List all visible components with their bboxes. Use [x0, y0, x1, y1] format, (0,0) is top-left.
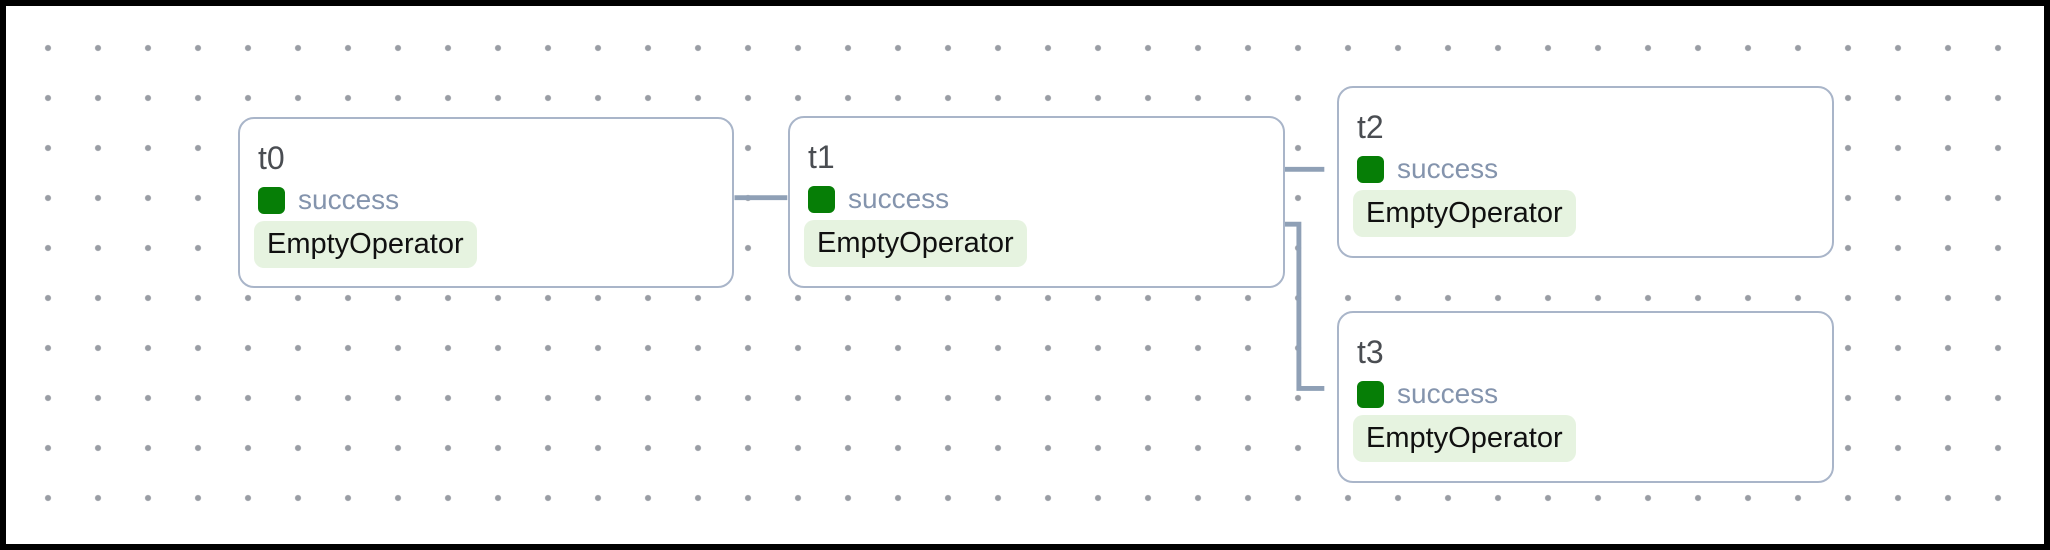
task-status-row: success [808, 185, 949, 213]
task-name: t2 [1357, 109, 1384, 145]
operator-pill: EmptyOperator [804, 220, 1027, 267]
task-state-label: success [1397, 378, 1499, 409]
success-state-icon [1357, 380, 1384, 408]
task-state-label: success [1397, 153, 1499, 184]
task-node-t3[interactable]: t3 success EmptyOperator [1337, 311, 1834, 483]
task-node-t0[interactable]: t0 success EmptyOperator [238, 117, 734, 288]
task-name: t1 [808, 139, 835, 175]
operator-pill: EmptyOperator [1353, 415, 1576, 462]
task-state-label: success [298, 184, 400, 215]
task-node-t1[interactable]: t1 success EmptyOperator [788, 116, 1285, 288]
task-state-label: success [848, 183, 950, 214]
task-status-row: success [258, 186, 399, 214]
operator-pill: EmptyOperator [1353, 190, 1576, 237]
operator-pill: EmptyOperator [254, 221, 477, 268]
task-name: t3 [1357, 334, 1384, 370]
task-node-t2[interactable]: t2 success EmptyOperator [1337, 86, 1834, 258]
task-status-row: success [1357, 155, 1498, 183]
task-name: t0 [258, 140, 285, 176]
task-status-row: success [1357, 380, 1498, 408]
success-state-icon [258, 186, 285, 214]
graph-canvas[interactable]: t0 success EmptyOperator t1 success Empt… [6, 6, 2044, 544]
success-state-icon [808, 185, 835, 213]
success-state-icon [1357, 155, 1384, 183]
